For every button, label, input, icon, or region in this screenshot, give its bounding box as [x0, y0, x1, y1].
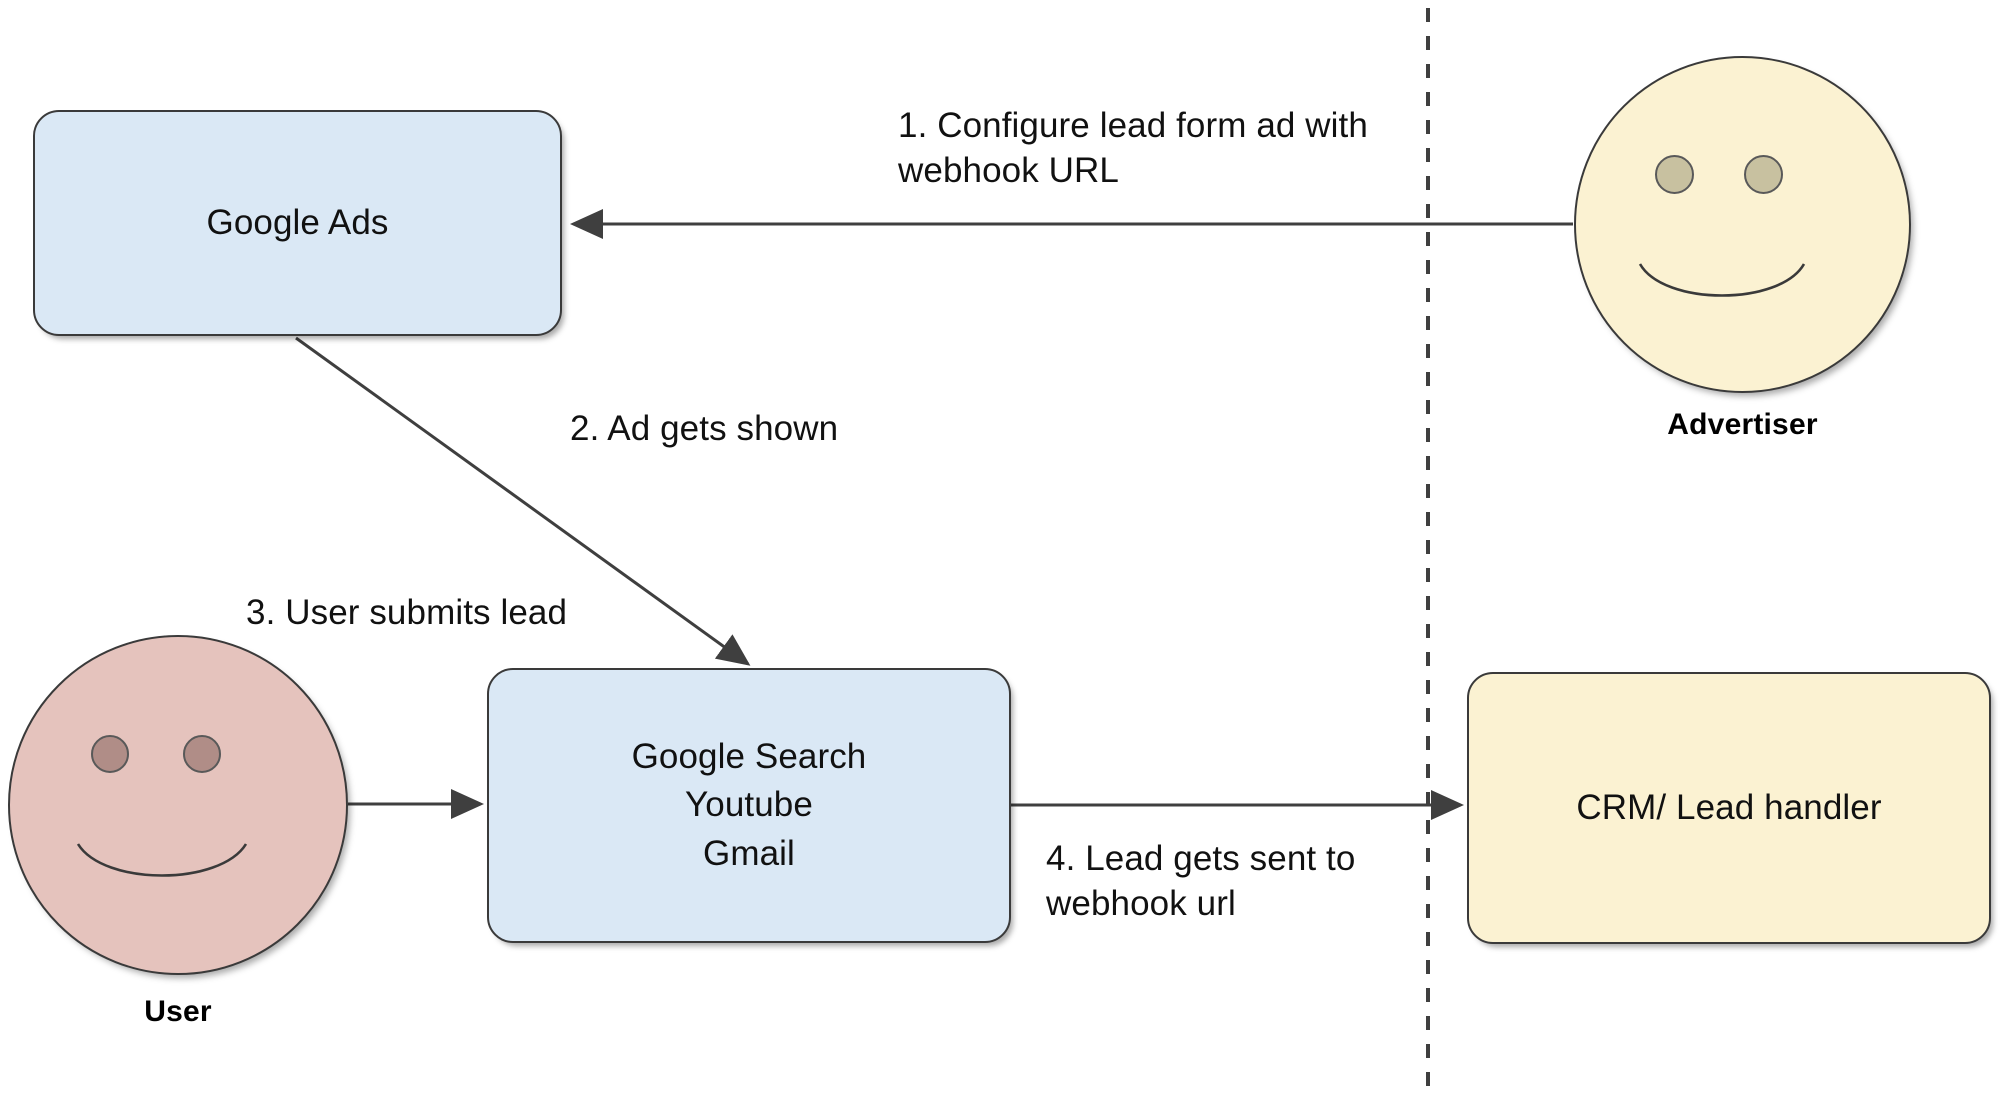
node-crm-label: CRM/ Lead handler	[1576, 787, 1882, 827]
advertiser-left-eye-icon	[1655, 155, 1694, 194]
user-face-icon[interactable]	[8, 635, 348, 975]
advertiser-caption: Advertiser	[1667, 408, 1818, 441]
advertiser-smile-icon	[1638, 263, 1806, 297]
node-google-ads[interactable]: Google Ads	[33, 110, 562, 336]
edge-label-step-4: 4. Lead gets sent to webhook url	[1046, 839, 1356, 923]
node-google-properties[interactable]: Google Search Youtube Gmail	[487, 668, 1011, 943]
user-right-eye-icon	[183, 735, 221, 773]
user-smile-icon	[76, 843, 248, 877]
edge-label-step-3: 3. User submits lead	[246, 593, 568, 632]
user-caption: User	[144, 995, 212, 1028]
advertiser-face-icon[interactable]	[1574, 56, 1911, 393]
node-google-properties-label: Google Search Youtube Gmail	[631, 737, 867, 873]
advertiser-right-eye-icon	[1744, 155, 1783, 194]
node-google-ads-label: Google Ads	[206, 202, 389, 242]
edge-label-step-1: 1. Configure lead form ad with webhook U…	[898, 106, 1368, 190]
user-left-eye-icon	[91, 735, 129, 773]
edge-label-step-2: 2. Ad gets shown	[570, 409, 839, 448]
node-crm[interactable]: CRM/ Lead handler	[1467, 672, 1991, 944]
